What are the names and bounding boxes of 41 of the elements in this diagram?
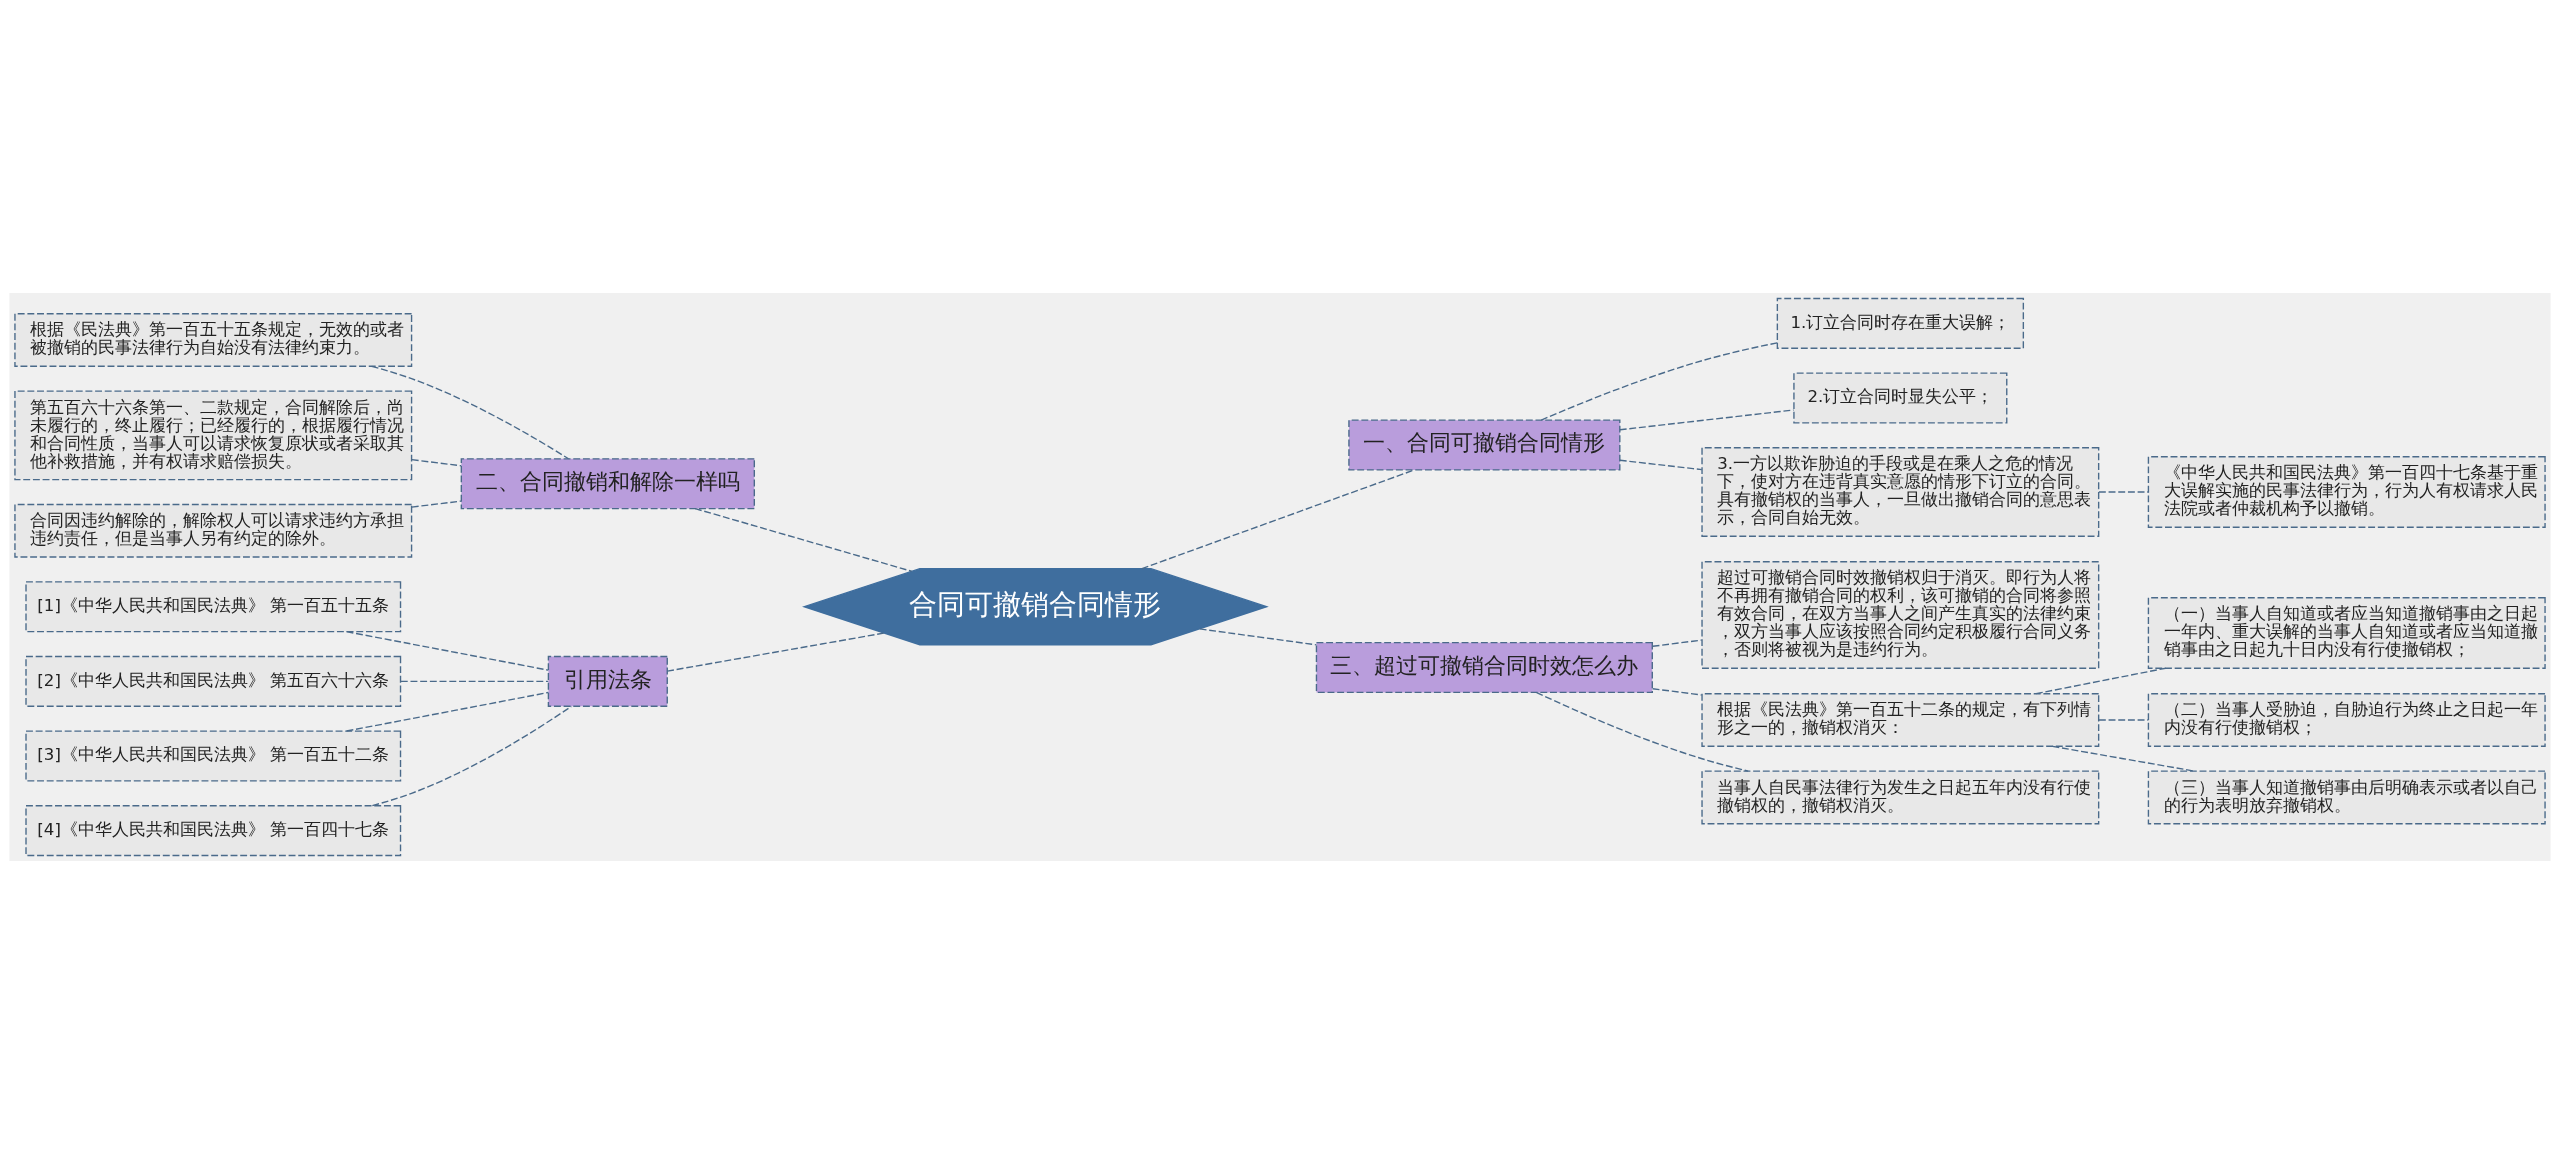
node-box: [1]《中华人民共和国民法典》 第一百五十五条 bbox=[25, 580, 402, 632]
node-box: 当事人自民事法律行为发生之日起五年内没有行使撤销权的，撤销权消灭。 bbox=[1701, 769, 2100, 824]
node-box: [4]《中华人民共和国民法典》 第一百四十七条 bbox=[25, 804, 402, 856]
connector bbox=[2051, 745, 2196, 772]
connector bbox=[1619, 408, 1795, 430]
connector bbox=[1540, 341, 1779, 421]
connector bbox=[1141, 468, 1415, 569]
node-box: 第五百六十六条第一、二款规定，合同解除后，尚未履行的，终止履行；已经履行的，根据履行情况和合同性质，当事人可以请求恢复原状或者采取其他补救措施，并有权请求赔偿损失。 bbox=[14, 389, 413, 480]
node-box: 根据《民法典》第一百五十五条规定，无效的或者被撤销的民事法律行为自始没有法律约束力。 bbox=[14, 312, 413, 367]
connector bbox=[2098, 718, 2150, 721]
node-box: 1.订立合同时存在重大误解； bbox=[1776, 297, 2025, 349]
connector bbox=[666, 631, 885, 672]
node-box: 合同因违约解除的，解除权人可以请求违约方承担违约责任，但是当事人另有约定的除外。 bbox=[14, 503, 413, 558]
connector bbox=[371, 705, 572, 806]
connector bbox=[1651, 687, 1703, 696]
connector bbox=[694, 507, 913, 572]
node-box: 三、超过可撤销合同时效怎么办 bbox=[1315, 641, 1653, 693]
connector bbox=[1199, 627, 1317, 645]
connector bbox=[345, 630, 549, 671]
node-box: 二、合同撤销和解除一样吗 bbox=[460, 457, 755, 509]
node-box: 超过可撤销合同时效撤销权归于消灭。即行为人将不再拥有撤销合同的权利，该可撤销的合同将参照有效合同，在双方当事人之间产生真实的法律约束，双方当事人应该按照合同约定积极履行合同义务，否则将被视为是违约行为。 bbox=[1701, 560, 2100, 669]
node-box: 一、合同可撤销合同情形 bbox=[1348, 418, 1621, 471]
connector bbox=[371, 365, 570, 459]
node-box: 根据《民法典》第一百五十二条的规定，有下列情形之一的，撤销权消灭： bbox=[1701, 692, 2100, 747]
node-box: 2.订立合同时显失公平； bbox=[1793, 371, 2008, 424]
connector bbox=[400, 680, 549, 682]
connector bbox=[2035, 667, 2167, 694]
node-box: 3.一方以欺诈胁迫的手段或是在乘人之危的情况下，使对方在违背真实意愿的情形下订立的合同。具有撤销权的当事人，一旦做出撤销合同的意思表示，合同自始无效。 bbox=[1701, 446, 2100, 537]
node-box: [3]《中华人民共和国民法典》 第一百五十二条 bbox=[25, 729, 402, 782]
connector bbox=[2098, 490, 2150, 493]
connector bbox=[1651, 638, 1703, 647]
connector bbox=[1619, 459, 1703, 470]
connector bbox=[411, 458, 462, 466]
connector bbox=[345, 691, 549, 732]
node-box: 引用法条 bbox=[547, 655, 668, 707]
connector bbox=[411, 500, 462, 508]
node-box: [2]《中华人民共和国民法典》 第五百六十六条 bbox=[25, 655, 402, 707]
node-box: 《中华人民共和国民法典》第一百四十七条基于重大误解实施的民事法律行为，行为人有权请求人民法院或者仲裁机构予以撤销。 bbox=[2147, 455, 2546, 528]
node-box: （三）当事人知道撤销事由后明确表示或者以自己的行为表明放弃撤销权。 bbox=[2147, 769, 2546, 824]
node-box: （一）当事人自知道或者应当知道撤销事由之日起一年内、重大误解的当事人自知道或者应当知道撤销事由之日起九十日内没有行使撤销权； bbox=[2147, 596, 2546, 669]
node-box: （二）当事人受胁迫，自胁迫行为终止之日起一年内没有行使撤销权； bbox=[2147, 692, 2546, 747]
